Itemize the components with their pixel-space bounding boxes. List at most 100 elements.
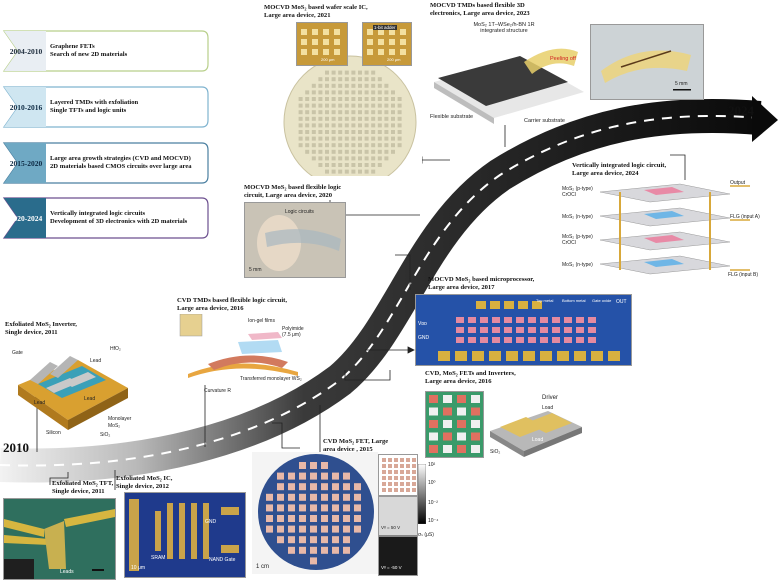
wafer-device-pad [310, 462, 317, 469]
chip-logic-cell [480, 337, 488, 343]
label-flg-b: FLG (input B) [728, 272, 759, 278]
wafer-ic-cell [331, 103, 336, 108]
wafer-ic-cell [371, 156, 376, 161]
wafer-device-pad [321, 515, 328, 522]
wafer-ic-cell [377, 143, 382, 148]
chip-logic-cell [504, 337, 512, 343]
wafer-ic-cell [397, 130, 402, 134]
wafer-ic-cell [358, 70, 362, 75]
wafer-ic-cell [338, 169, 343, 174]
wafer-ic-cell [351, 130, 356, 134]
wafer-ic-cell [384, 136, 389, 141]
label-logic-circuits: Logic circuits [285, 209, 314, 215]
label-vg50: Vᵍ = 50 V [381, 525, 401, 530]
wafer-device-pad [299, 546, 306, 554]
label-monolayer: Monolayer [108, 416, 132, 422]
wafer-ic-cell [325, 130, 329, 134]
wafer-device-pad [343, 525, 350, 533]
wafer-ic-cell [344, 83, 349, 88]
wafer-ic-cell [351, 77, 356, 82]
era-bullet: Layered TMDs with exfoliation [50, 99, 139, 106]
chip-logic-cell [456, 317, 464, 323]
wafer-ic-cell [358, 123, 362, 128]
wafer-ic-cell [384, 143, 389, 148]
wafer-ic-cell [371, 149, 376, 154]
wafer-ic-cell [364, 130, 369, 134]
wafer-ic-cell [305, 90, 310, 95]
label-scale: 10 μm [131, 565, 145, 571]
wafer-device-pad [310, 525, 317, 533]
inset-pad [323, 39, 329, 45]
wafer-ic-cell [318, 97, 323, 101]
wafer-ic-cell [311, 136, 316, 141]
inset-pad [378, 39, 384, 45]
wafer-ic-cell [364, 77, 369, 82]
flex3d-graphic [434, 48, 584, 124]
wafer-ic-cell [325, 149, 329, 154]
caption-line: Exfoliated MoS₂ IC, [116, 475, 173, 482]
wafer-ic-cell [377, 77, 382, 82]
wafer-device-pad [321, 504, 328, 512]
inset-device-pad [388, 476, 392, 480]
microprocessor-layout [438, 301, 620, 361]
caption-line: circuit, Large area device, 2020 [244, 192, 333, 199]
caption-line: Large area device, 2016 [177, 305, 244, 312]
wafer-ic-cell [338, 70, 343, 75]
colorbar-unit: σₛ (μS) [418, 532, 434, 538]
chip-logic-cell [528, 337, 536, 343]
era-shape [2, 142, 209, 184]
wafer-ic-cell [344, 143, 349, 148]
wafer-device-pad [299, 483, 306, 491]
wafer-device-pad [299, 493, 306, 501]
inset-device-pad [400, 470, 404, 474]
wafer-ic-cell [344, 169, 349, 174]
wafer-ic-cell [311, 123, 316, 128]
flex-2016-graphic [179, 313, 298, 378]
wafer-ic-cell [318, 149, 323, 154]
wafer-ic-cell [377, 110, 382, 115]
inset-device-pad [382, 476, 386, 480]
wafer-ic-cell [318, 83, 323, 88]
chip-logic-cell [492, 327, 500, 333]
wafer-device-pad [310, 493, 317, 501]
wafer-ic-cell [325, 97, 329, 101]
label-load: Load [542, 405, 554, 411]
wafer-device-pad [299, 515, 306, 522]
wafer-ic-cell [397, 103, 402, 108]
wafer-ic-cell [351, 110, 356, 115]
wafer-ic-cell [358, 163, 362, 167]
wafer-device-pad [343, 546, 350, 554]
wafer-device-pad [277, 504, 284, 512]
label-curvature: Curvature R [204, 388, 231, 394]
wafer-ic-cell [344, 70, 349, 75]
wafer-ic-cell [298, 116, 303, 121]
chip-logic-cell [576, 317, 584, 323]
chip-logic-cell [564, 327, 572, 333]
flex-2020-photo: Logic circuits 5 mm [244, 202, 346, 278]
wafer-ic-cell [371, 110, 376, 115]
label-gate: Gate [12, 350, 23, 356]
wafer-ic-cell [325, 70, 329, 75]
wafer-ic-cell [338, 97, 343, 101]
era-2020-2024: 2020-2024 Vertically integrated logic ci… [2, 197, 210, 239]
wafer-device-pad [266, 525, 273, 533]
era-years: 2004-2010 [9, 46, 43, 56]
wafer-ic-cell [358, 90, 362, 95]
wafer-ic-cell [371, 83, 376, 88]
fet-array-inset [378, 454, 418, 496]
wafer-ic-cell [364, 103, 369, 108]
chip-bond-pad [438, 351, 450, 361]
wafer-ic-cell [318, 110, 323, 115]
inset-pad [367, 39, 373, 45]
wafer-ic-cell [364, 136, 369, 141]
wafer-device-pad [321, 536, 328, 544]
inset-device-pad [394, 464, 398, 468]
label-lead: Lead [84, 396, 96, 402]
inverter-array-cell [471, 432, 480, 441]
chip-logic-cell [564, 317, 572, 323]
caption-inverter-2011: Exfoliated MoS₂ Inverter, Single device,… [5, 321, 77, 337]
inset-device-pad [412, 488, 416, 492]
wafer-ic-cell [311, 143, 316, 148]
wafer-ic-cell [338, 83, 343, 88]
connector [272, 422, 300, 449]
